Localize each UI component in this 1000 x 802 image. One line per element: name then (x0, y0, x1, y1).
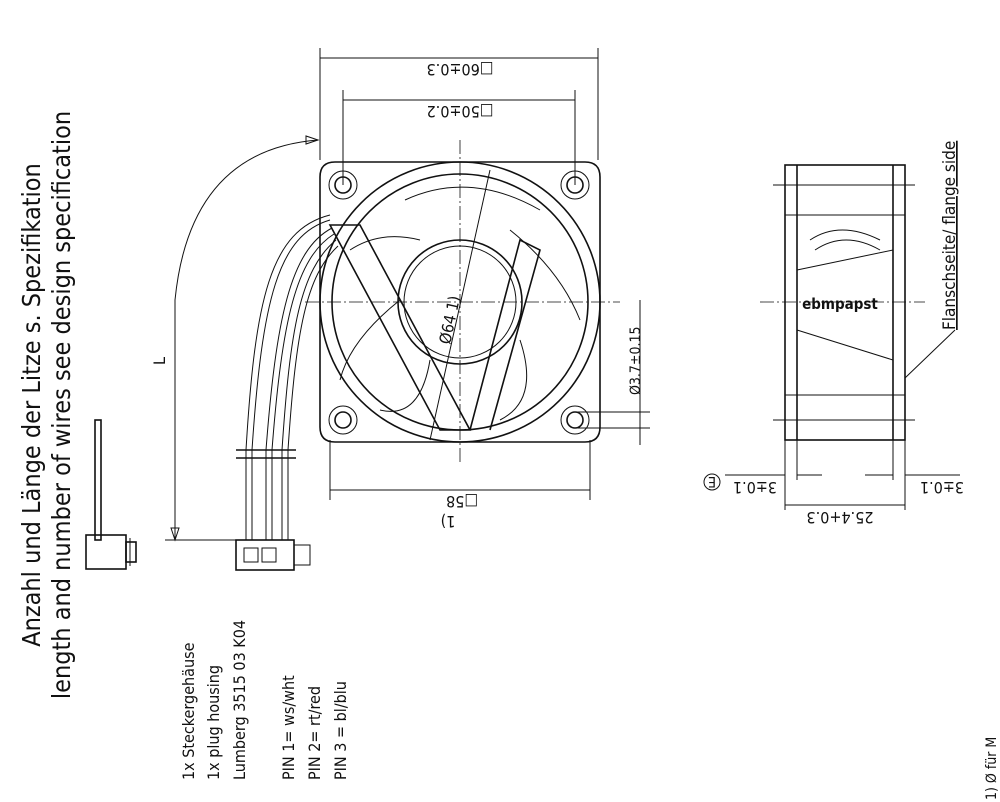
hole-dim-label: Ø3.7±0.15 (628, 326, 644, 395)
hole-pitch-label: □50±0.2 (427, 102, 494, 121)
fan-front-view: Ø64 1) (305, 140, 620, 465)
housing-note-en: 1x plug housing (204, 665, 223, 780)
flange-side-label: Flanschseite/ flange side (940, 141, 960, 330)
pin-2: PIN 2= rt/red (305, 686, 324, 780)
pin-3: PIN 3 = bl/blu (331, 681, 350, 780)
fan-side-view: ebmpapst Flanschseite/ flange side (760, 141, 960, 441)
connector-detail (85, 419, 137, 570)
housing-note-de: 1x Steckergehäuse (179, 642, 198, 780)
body-dim-label: □58 (446, 492, 478, 511)
body-dim-note: 1) (441, 512, 456, 531)
length-label: L (150, 357, 169, 365)
footnote: 1) Ø für M (984, 737, 1000, 800)
wires-note-de: Anzahl und Länge der Litze s. Spezifikat… (17, 163, 46, 647)
e-mark: E (708, 473, 716, 489)
length-dimension: L (150, 135, 320, 542)
dimension-outer: □60±0.3 (319, 48, 599, 160)
dimension-hole-pitch: □50±0.2 (342, 90, 576, 185)
dimension-hole: Ø3.7±0.15 (575, 300, 650, 445)
dimension-depth: 3±0.1 E 3±0.1 25.4+0.3 (703, 440, 964, 527)
wires-note-en: length and number of wires see design sp… (47, 111, 76, 699)
dimension-body: □58 1) (329, 440, 591, 531)
housing-part: Lumberg 3515 03 K04 (230, 620, 249, 780)
depth-label: 25.4+0.3 (807, 508, 874, 527)
brand-logo: ebmpapst (802, 295, 878, 313)
outer-dim-label: □60±0.3 (427, 60, 494, 79)
wire-bundle (235, 214, 339, 571)
flange-left-label: 3±0.1 (733, 478, 777, 497)
pin-1: PIN 1= ws/wht (279, 675, 298, 780)
flange-right-label: 3±0.1 (920, 478, 964, 497)
